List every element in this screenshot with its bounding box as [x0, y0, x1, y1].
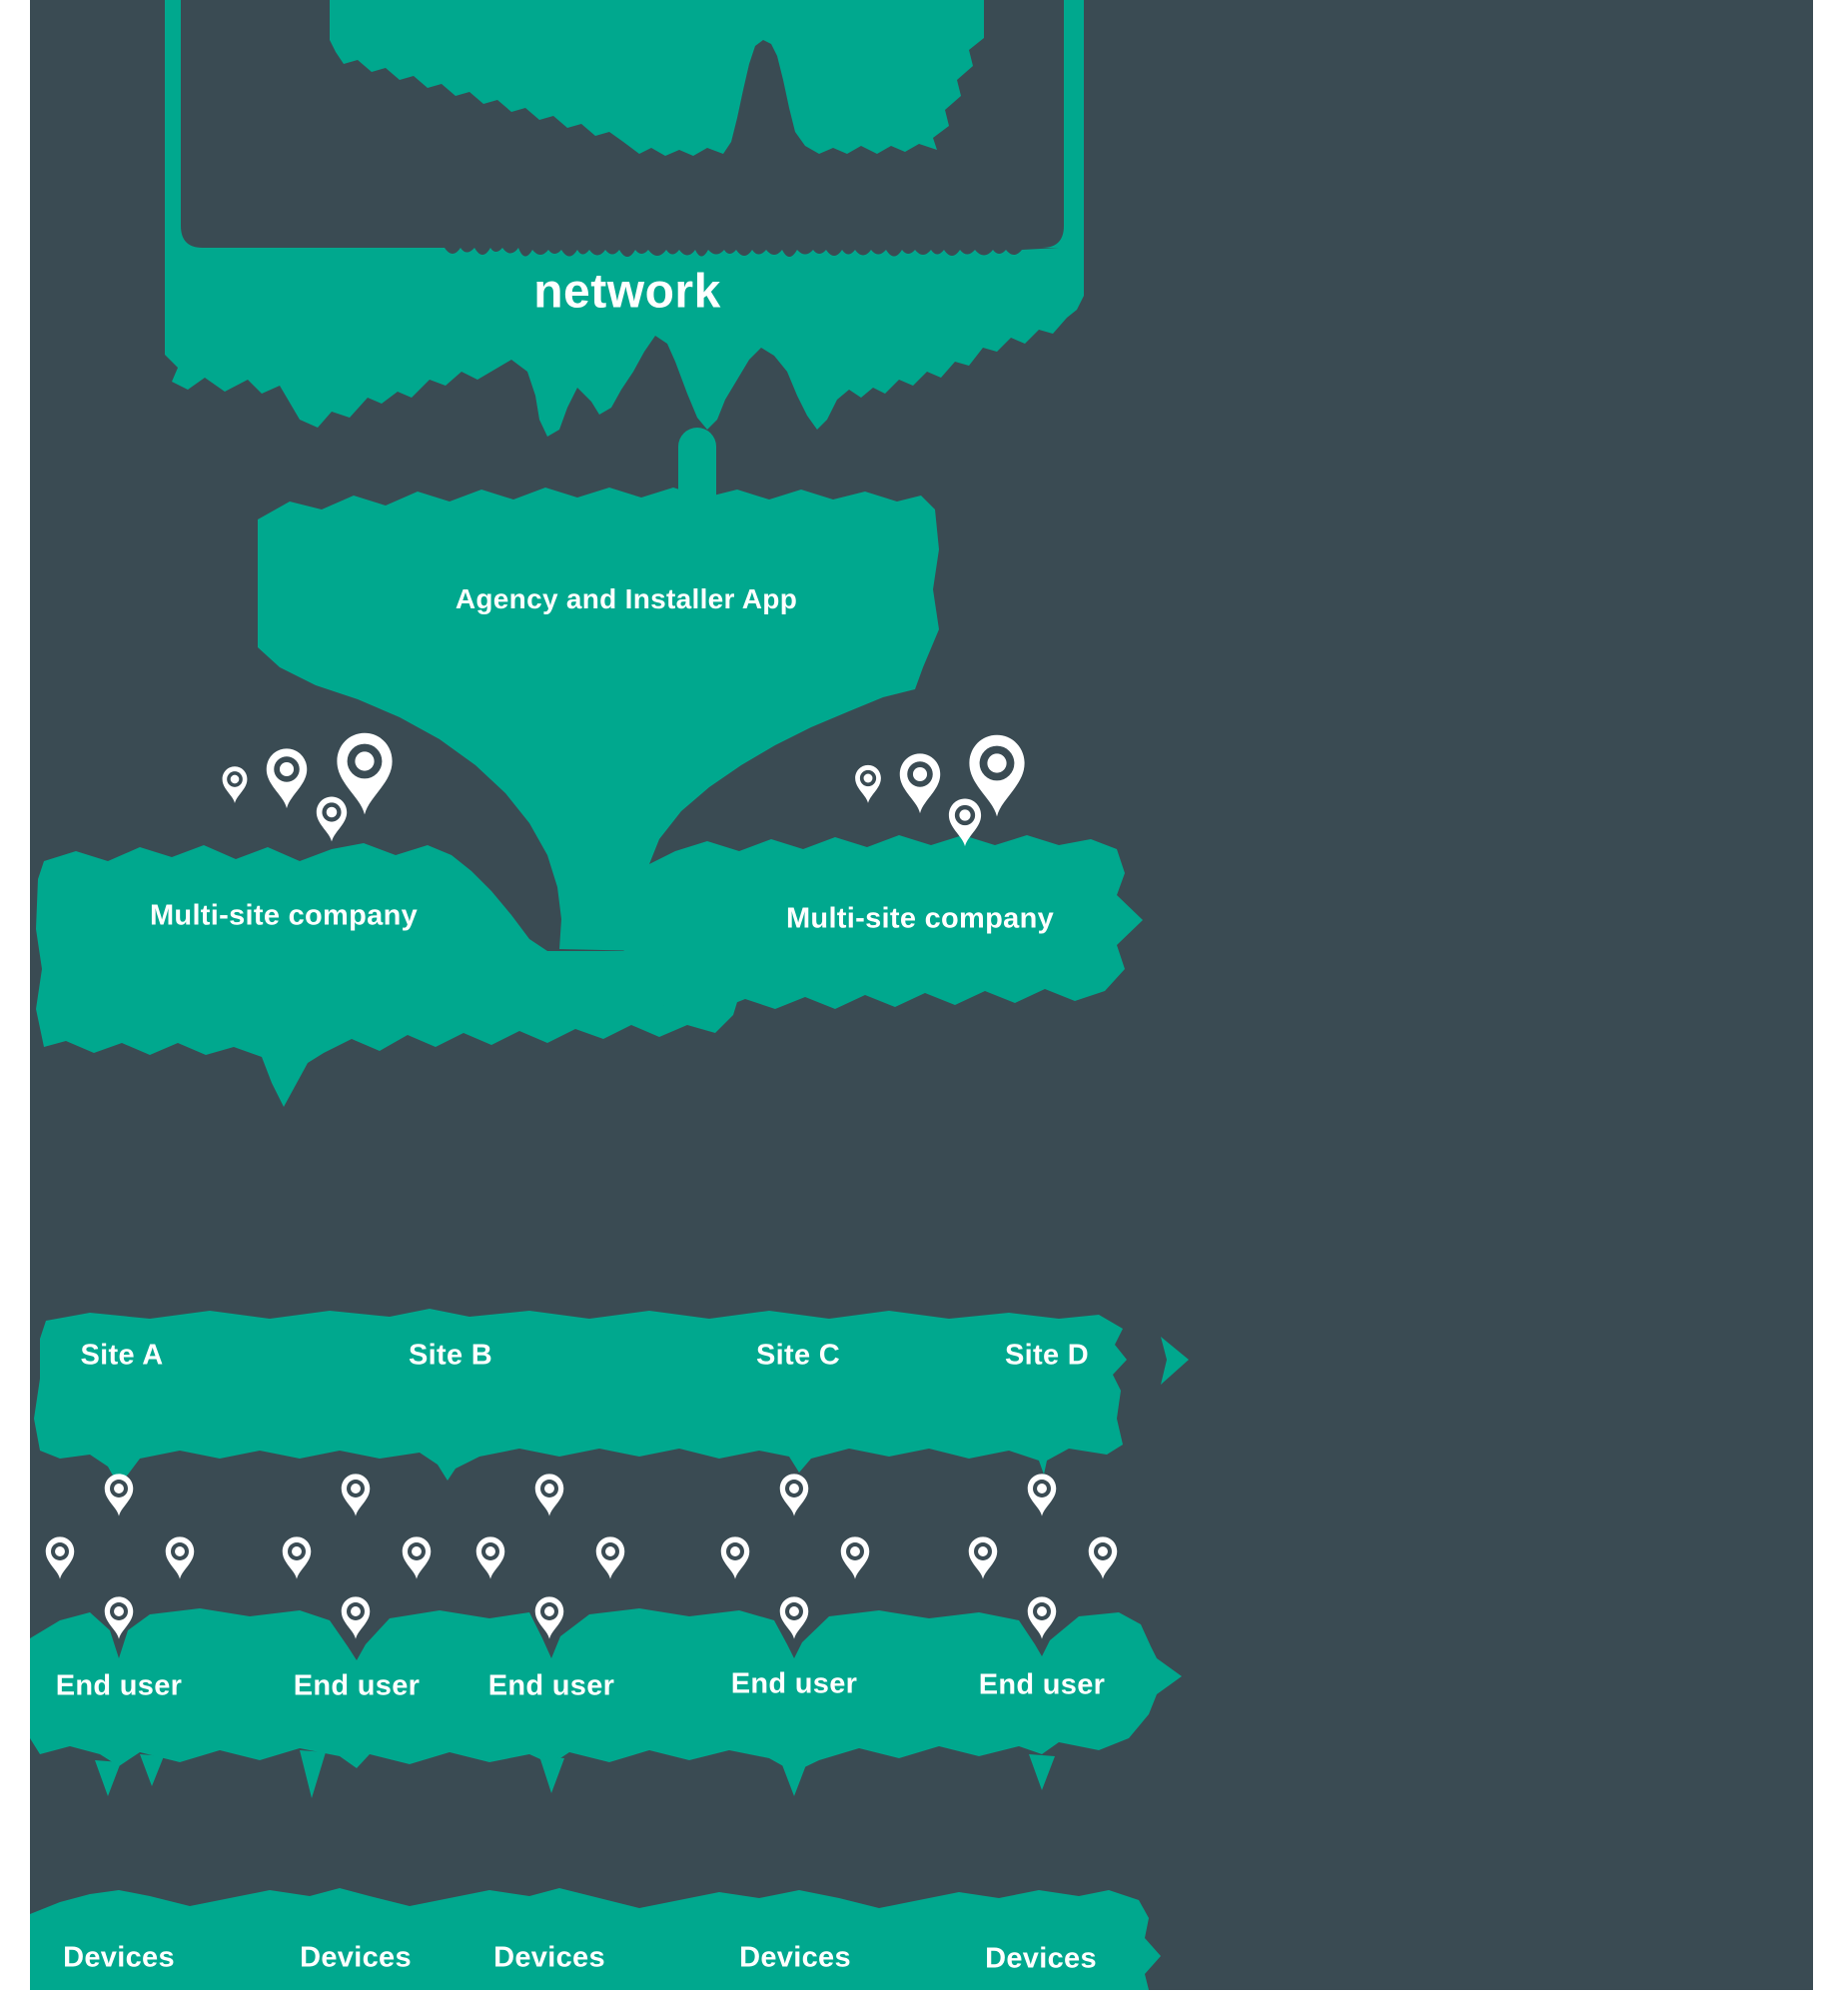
obscured-logo-text-remnants: [445, 248, 1059, 257]
devices-label-3: Devices: [493, 1941, 605, 1974]
end-user-label-1: End user: [55, 1669, 183, 1702]
end-user-band: [30, 1608, 1182, 1772]
multi-site-company-right-blob: [617, 835, 1143, 1011]
network-title: network: [533, 265, 721, 319]
end-user-label-3: End user: [487, 1669, 615, 1702]
end-user-label-2: End user: [293, 1669, 421, 1702]
site-c-label: Site C: [756, 1339, 840, 1372]
devices-label-1: Devices: [63, 1941, 175, 1974]
devices-label-2: Devices: [300, 1941, 412, 1974]
end-user-label-4: End user: [730, 1667, 858, 1700]
agency-installer-app-blob: [258, 488, 939, 951]
multi-site-company-left-blob: [36, 843, 741, 1107]
agency-installer-app-label: Agency and Installer App: [455, 583, 798, 614]
sites-band: [34, 1309, 1127, 1485]
cloud-icon: [330, 0, 984, 156]
devices-band: [30, 1888, 1161, 1990]
devices-label-4: Devices: [739, 1941, 851, 1974]
site-a-label: Site A: [80, 1339, 164, 1372]
sites-band-tail: [1161, 1337, 1189, 1385]
multi-site-company-left-label: Multi-site company: [149, 899, 419, 932]
end-user-label-5: End user: [978, 1668, 1106, 1701]
site-d-label: Site D: [1005, 1339, 1089, 1372]
devices-label-5: Devices: [985, 1942, 1097, 1975]
multi-site-company-right-label: Multi-site company: [785, 902, 1055, 935]
site-b-label: Site B: [409, 1339, 492, 1372]
torn-edge-drips: [95, 1750, 1055, 1798]
